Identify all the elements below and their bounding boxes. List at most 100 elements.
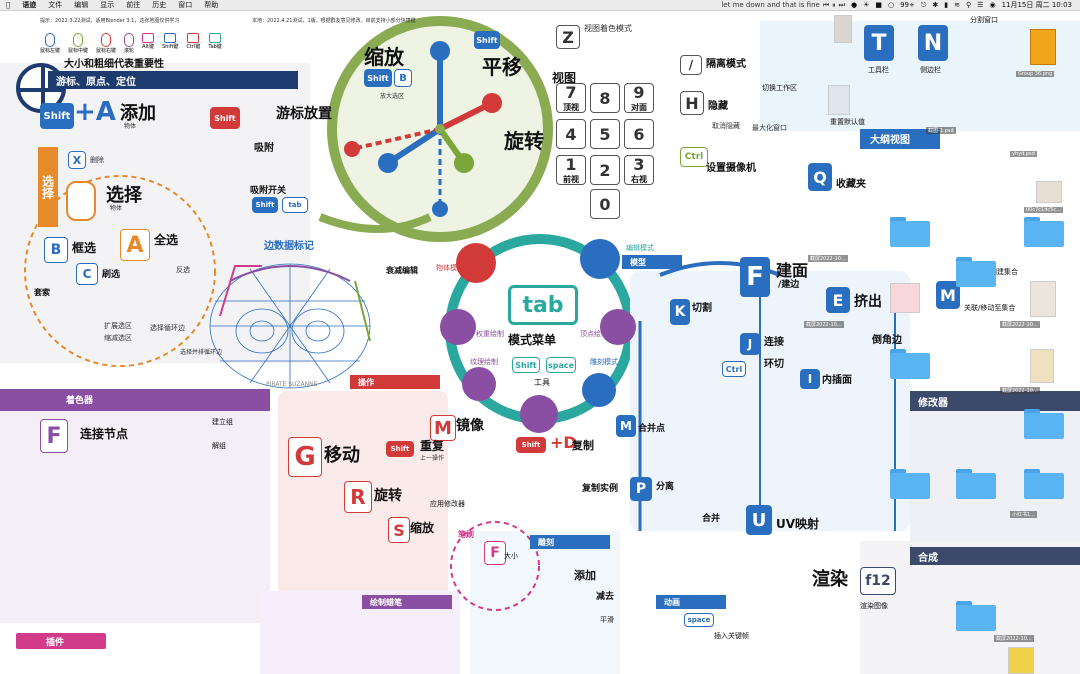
folder-icon-8[interactable]: [1024, 469, 1064, 499]
prev-track-icon[interactable]: ⏮: [822, 0, 830, 9]
box-select-label: 框选: [72, 241, 97, 255]
file-name-2: 截图-1.psd: [926, 127, 956, 134]
bluetooth-icon[interactable]: ✱: [932, 1, 939, 9]
menu-history[interactable]: 历史: [148, 1, 166, 9]
battery-icon[interactable]: ▮: [944, 1, 949, 9]
suzanne-wireframe: [209, 263, 371, 389]
status-icon-1[interactable]: ●: [850, 1, 858, 9]
pan-label: 平移: [482, 55, 522, 79]
tab-key-big: tab: [508, 285, 578, 325]
sculpt-mode-icon: [520, 395, 558, 433]
tool-panel-label: 工具栏: [868, 66, 889, 74]
clock[interactable]: 11月15日 周二 10:03: [1001, 1, 1072, 9]
numpad-8: 8: [590, 83, 620, 113]
alt-key-icon: [142, 33, 155, 43]
model-band: 模型: [622, 255, 682, 269]
flower-thumb[interactable]: [890, 283, 920, 313]
add-sub: 物体: [124, 123, 137, 130]
yellow-thumb[interactable]: [1008, 647, 1034, 674]
folder-icon-7[interactable]: [956, 469, 996, 499]
tab-key-snap: tab: [282, 197, 308, 213]
render-image-label: 渲染图像: [860, 602, 888, 610]
ctrl-key-loop: Ctrl: [722, 361, 746, 377]
siri-icon[interactable]: ◉: [989, 1, 996, 9]
wechat-icon[interactable]: ○: [887, 1, 895, 9]
f-key-model: F: [740, 257, 770, 297]
sketch-thumb[interactable]: [1036, 181, 1062, 203]
menu-view[interactable]: 显示: [96, 1, 114, 9]
menu-app[interactable]: 语迹: [18, 1, 36, 9]
legend-shift: Shift键: [162, 33, 178, 54]
ungroup-label: 解组: [212, 442, 226, 450]
operate-band: 操作: [350, 375, 440, 389]
legend-middle-click: 鼠标中键: [68, 33, 88, 54]
battery-badge[interactable]: 99+: [900, 1, 915, 9]
j-key: J: [740, 333, 760, 355]
folder-icon-2[interactable]: [1024, 217, 1064, 247]
ws-reset-label: 重置默认值: [830, 118, 865, 126]
section-band-tour: 游标、原点、定位: [48, 71, 298, 89]
folder-icon-1[interactable]: [890, 217, 930, 247]
favorites-label: 收藏夹: [836, 179, 866, 190]
sculpt-mode-icon-2: [582, 373, 616, 407]
weight-paint-icon: [440, 309, 476, 345]
ws-switch-label: 切换工作区: [762, 84, 797, 92]
file-name-9: 截屏2022-10...: [994, 635, 1034, 642]
delete-label: 删除: [90, 156, 104, 164]
shift-key-snap: Shift: [252, 197, 278, 213]
poster-thumb[interactable]: [1030, 349, 1054, 383]
mode-menu-label: 模式菜单: [508, 333, 557, 347]
status-icon-2[interactable]: ☀: [863, 1, 870, 9]
grease-band: 绘制蜡笔: [362, 595, 452, 609]
menu-help[interactable]: 帮助: [200, 1, 218, 9]
control-center-icon[interactable]: ☰: [977, 1, 984, 9]
subtract-label: 减去: [596, 592, 615, 602]
c-key: C: [76, 263, 98, 285]
folder-icon-6[interactable]: [890, 469, 930, 499]
folder-icon-3[interactable]: [956, 257, 996, 287]
qr-thumb[interactable]: [828, 85, 850, 115]
extrude-label: 挤出: [854, 294, 882, 310]
cursor-snap-label: 吸附: [254, 143, 274, 154]
top-note-left: 提示：2022.3.22测试，适用Blender 3.1，这张地图仅供学习: [40, 18, 180, 24]
z-key: Z: [556, 25, 580, 49]
headphones-icon[interactable]: ⎋: [920, 0, 927, 9]
mouse-wheel-icon: [124, 33, 135, 47]
model-bg: [630, 271, 910, 531]
local-view-label: 隔离模式: [706, 59, 746, 70]
apple-icon[interactable]: : [0, 1, 16, 9]
snap-toggle-label: 吸附开关: [250, 186, 287, 196]
wifi-icon[interactable]: ≋: [954, 1, 961, 9]
folder-icon-5[interactable]: [1024, 409, 1064, 439]
x-key: X: [68, 151, 86, 169]
drive-icon[interactable]: [1030, 29, 1056, 65]
menu-edit[interactable]: 编辑: [70, 1, 88, 9]
menu-file[interactable]: 文件: [44, 1, 62, 9]
weight-paint-label: 权重绘制: [476, 330, 504, 338]
numpad-5: 5: [590, 119, 620, 149]
mouse-select-icon: [66, 181, 96, 221]
menu-go[interactable]: 前往: [122, 1, 140, 9]
composite-band-bg: [910, 547, 1080, 565]
sculpt-band: 雕刻: [530, 535, 610, 549]
photo-thumb-2[interactable]: [1030, 281, 1056, 317]
n-key: N: [918, 25, 948, 61]
now-playing[interactable]: let me down and that is fine ⏮ ⏸ ⏭: [721, 1, 845, 10]
menu-window[interactable]: 窗口: [174, 1, 192, 9]
uv-label: UV映射: [776, 517, 820, 531]
folder-icon-9[interactable]: [956, 601, 996, 631]
photo-thumb-1[interactable]: [834, 15, 852, 43]
space-key-anim: space: [684, 613, 714, 627]
status-icon-3[interactable]: ■: [875, 1, 882, 9]
legend-right-click: 鼠标右键: [96, 33, 116, 54]
brush-label: 笔刷: [458, 530, 474, 539]
search-icon[interactable]: ⚲: [966, 1, 972, 9]
next-track-icon[interactable]: ⏭: [838, 0, 845, 9]
pause-icon[interactable]: ⏸: [832, 0, 836, 9]
menu-bar:  语迹 文件 编辑 显示 前往 历史 窗口 帮助 let me down an…: [0, 0, 1080, 11]
animation-band: 动画: [656, 595, 726, 609]
rotate-label: 旋转: [504, 129, 544, 153]
vertex-paint-label: 顶点绘制: [580, 330, 608, 338]
folder-icon-4[interactable]: [890, 349, 930, 379]
